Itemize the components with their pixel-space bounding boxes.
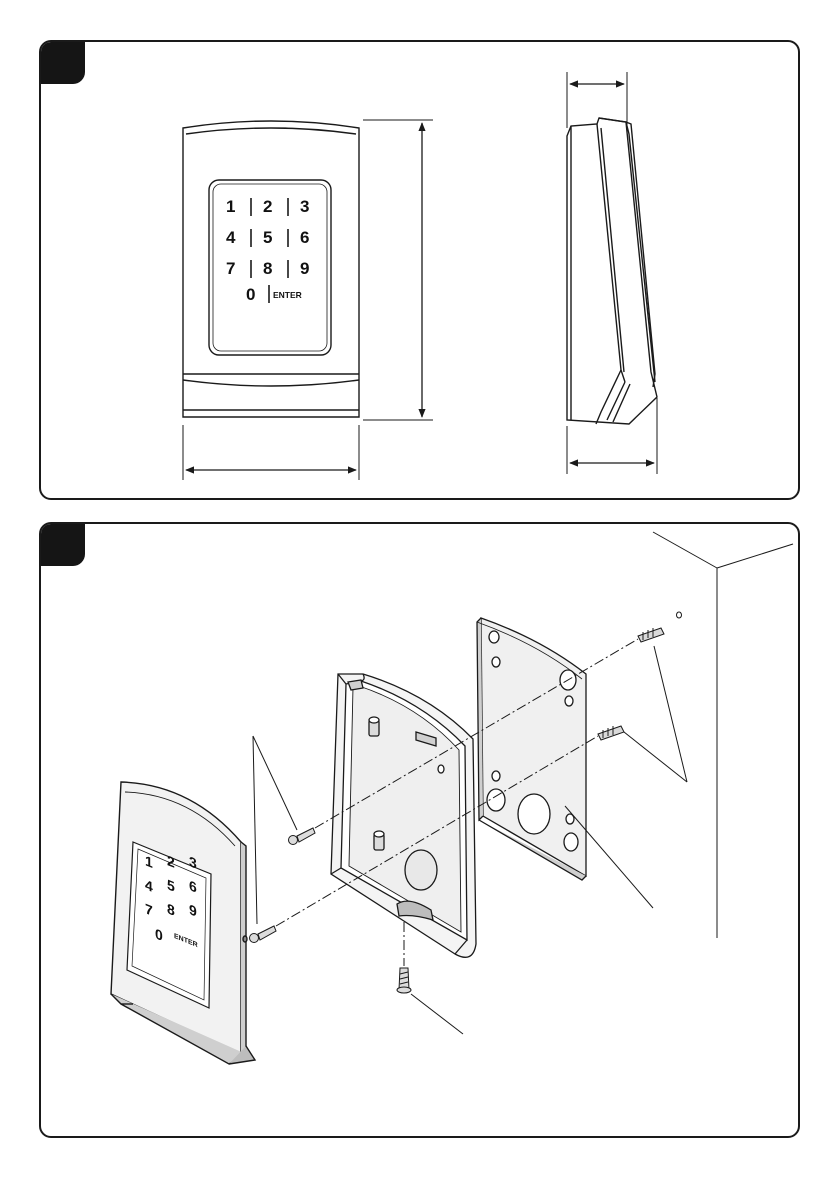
base-housing: [331, 674, 476, 957]
dimensions-drawing: 1 2 3 4 5 6 7 8 9 0 ENTER: [41, 42, 800, 500]
key-0: 0: [246, 285, 255, 304]
device-key-0: 0: [155, 927, 163, 946]
key-enter: ENTER: [273, 290, 302, 300]
front-keypad: 1 2 3 4 5 6 7 8 9 0 ENTER: [226, 197, 309, 304]
key-2: 2: [263, 197, 272, 216]
wall-plug-top: [638, 612, 682, 642]
key-9: 9: [300, 259, 309, 278]
screw-bottom: [397, 968, 411, 993]
key-8: 8: [263, 259, 272, 278]
wall: [653, 532, 793, 938]
panel-dimensions: 1 2 3 4 5 6 7 8 9 0 ENTER: [39, 40, 800, 500]
key-6: 6: [300, 228, 309, 247]
dimension-width: [183, 425, 359, 480]
dimension-height: [363, 120, 433, 420]
mounting-plate: [477, 618, 586, 880]
screw-upper: [289, 828, 316, 845]
device-key-7: 7: [145, 901, 153, 920]
keypad-device: [111, 782, 255, 1064]
device-key-3: 3: [189, 854, 197, 873]
key-3: 3: [300, 197, 309, 216]
side-view-device: [567, 118, 657, 424]
device-key-2: 2: [167, 853, 175, 872]
device-key-8: 8: [167, 901, 175, 920]
mounting-drawing: 1 2 3 4 5 6 7 8 9 0 ENTER: [41, 524, 800, 1138]
wall-plug-bottom: [598, 726, 624, 740]
key-5: 5: [263, 228, 272, 247]
device-key-5: 5: [167, 877, 175, 896]
dimension-depth-top: [567, 72, 627, 128]
panel-mounting: 1 2 3 4 5 6 7 8 9 0 ENTER: [39, 522, 800, 1138]
device-key-9: 9: [189, 902, 197, 921]
screw-lower: [250, 926, 277, 943]
key-1: 1: [226, 197, 235, 216]
key-7: 7: [226, 259, 235, 278]
device-key-1: 1: [145, 853, 153, 872]
device-key-6: 6: [189, 878, 197, 897]
key-4: 4: [226, 228, 236, 247]
